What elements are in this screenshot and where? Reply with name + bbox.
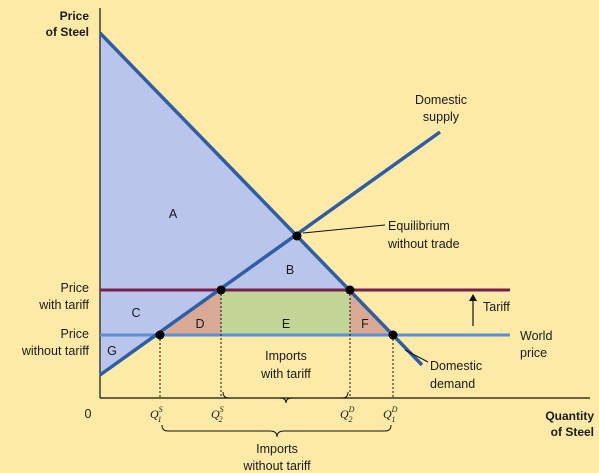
equilibrium-leader (302, 224, 386, 234)
tariff-arrow-head (469, 294, 477, 301)
demand-label-2: demand (430, 377, 475, 391)
equilibrium-label-2: without trade (387, 237, 460, 251)
region-e-tariff-revenue (221, 290, 350, 335)
x-axis-title-1: Quantity (545, 409, 594, 423)
region-label-g: G (107, 344, 117, 358)
demand-curve (98, 31, 424, 367)
imports-with-tariff-2: with tariff (260, 367, 311, 381)
demand-label-1: Domestic (430, 359, 482, 373)
world-price-label-2: price (520, 346, 547, 360)
supply-label-1: Domestic (415, 93, 467, 107)
tariff-label: Tariff (483, 300, 510, 314)
region-label-c: C (131, 306, 140, 320)
price-with-tariff-1: Price (61, 281, 90, 295)
x-axis-title-2: of Steel (551, 425, 594, 439)
equilibrium-point (292, 231, 302, 241)
brace-imports-without-tariff (161, 424, 392, 438)
price-with-tariff-2: with tariff (38, 298, 89, 312)
equilibrium-label-1: Equilibrium (388, 219, 450, 233)
origin-label: 0 (85, 407, 92, 421)
point-qd1-world (388, 330, 398, 340)
supply-label-2: supply (423, 110, 460, 124)
region-label-d: D (195, 317, 204, 331)
region-label-f: F (361, 317, 369, 331)
point-qs1-world (155, 330, 165, 340)
point-qd2-tariff (345, 285, 355, 295)
region-label-a: A (169, 207, 178, 221)
price-without-tariff-1: Price (61, 327, 90, 341)
y-axis-title-2: of Steel (46, 25, 89, 39)
imports-without-tariff-1: Imports (256, 442, 298, 456)
region-label-e: E (282, 317, 290, 331)
region-label-b: B (286, 263, 294, 277)
imports-with-tariff-1: Imports (265, 349, 307, 363)
price-without-tariff-2: without tariff (21, 344, 90, 358)
region-c (100, 290, 221, 335)
point-qs2-tariff (216, 285, 226, 295)
y-axis-title-1: Price (60, 9, 90, 23)
brace-imports-with-tariff (222, 391, 349, 404)
world-price-label-1: World (520, 329, 552, 343)
imports-without-tariff-2: without tariff (242, 459, 311, 473)
demand-leader (404, 349, 429, 363)
